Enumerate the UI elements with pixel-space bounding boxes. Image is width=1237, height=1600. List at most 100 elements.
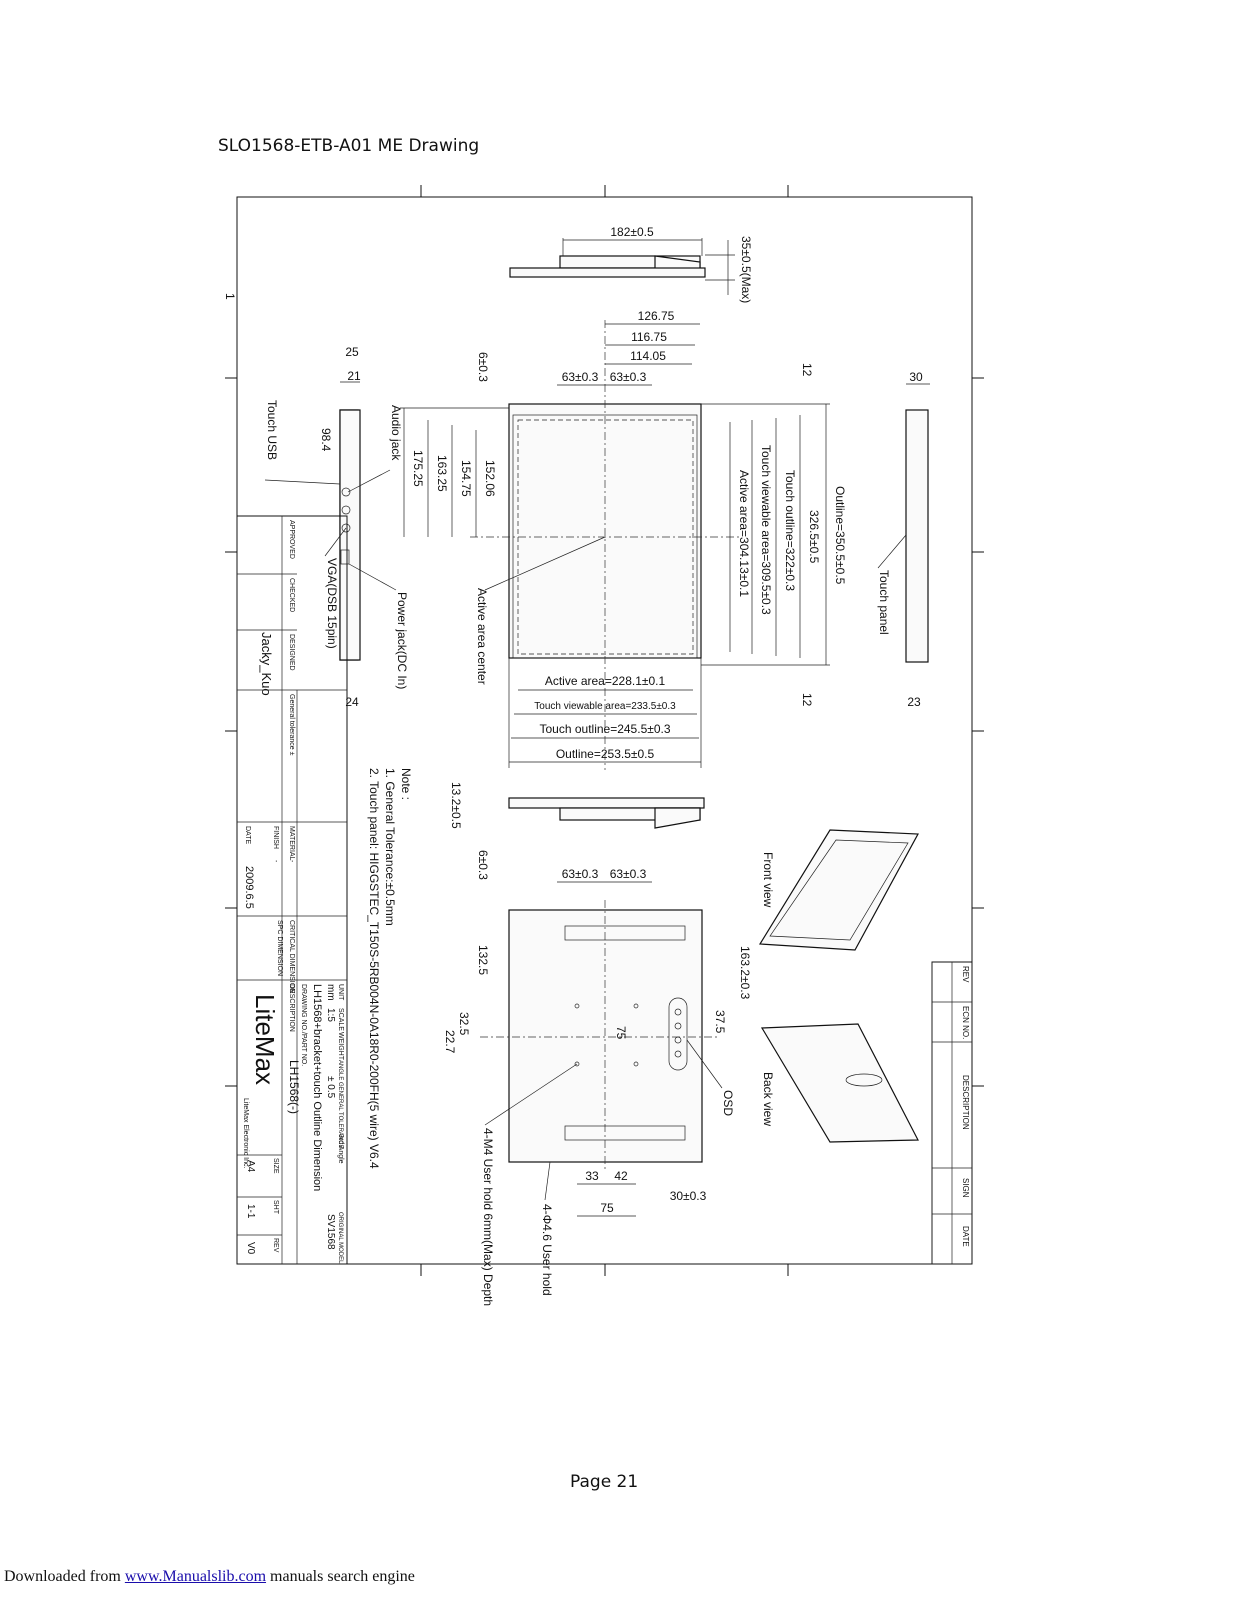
right-dim-5: Active area=304.13±0.1: [737, 470, 751, 597]
right-side-dim-30: 30: [909, 370, 923, 384]
ecn-header: ECN NO.: [961, 1006, 970, 1039]
back-dim-163: 163.2±0.3: [738, 946, 752, 1000]
bottom-side-view: 13.2±0.5: [449, 782, 705, 829]
tolerance-header: General tolerance ±: [288, 694, 295, 756]
right-margin-bottom: 12: [800, 693, 814, 707]
audio-jack-label: Audio jack: [389, 405, 403, 461]
manualslib-link[interactable]: www.Manualslib.com: [124, 1568, 267, 1585]
right-side-view: 30 23 Touch panel: [877, 370, 930, 709]
back-dim-132: 132.5: [476, 945, 490, 975]
size-value: A4: [245, 1160, 256, 1173]
back-dim-75-vert: 75: [614, 1026, 628, 1040]
top-width-dim: 182±0.5: [610, 225, 654, 239]
angle-tolerance-value: ± 0.5: [325, 1076, 336, 1099]
bottom-dim-1: Active area=228.1±0.1: [545, 674, 666, 688]
side-dim-98: 98.4: [319, 428, 333, 452]
finish-label: FINISH: [272, 826, 279, 849]
top-view: 182±0.5 35±0.5(Max): [509, 225, 753, 303]
description-header: DESCRIPTION: [961, 1075, 970, 1130]
company-logo: LiteMax: [250, 994, 280, 1085]
page-number: Page 21: [570, 1472, 639, 1492]
hole-spacing-1: 63±0.3: [562, 370, 599, 384]
footer-prefix: Downloaded from: [4, 1568, 125, 1585]
note-heading: Note :: [399, 768, 413, 800]
unit-value: mm: [325, 984, 336, 1001]
osd-panel: [668, 997, 688, 1071]
top-height-dim: 35±0.5(Max): [739, 236, 753, 303]
right-dim-3: Touch outline=322±0.3: [783, 470, 797, 591]
download-footer: Downloaded from www.Manualslib.com manua…: [4, 1568, 415, 1586]
designed-label: DESIGNED: [288, 634, 295, 671]
bottom-side-dim: 13.2±0.5: [449, 782, 463, 829]
date-header: DATE: [961, 1226, 970, 1247]
back-dim-33: 33: [585, 1169, 599, 1183]
approved-label: APPROVED: [288, 520, 295, 559]
right-dim-2: 326.5±0.5: [807, 510, 821, 564]
back-dim-37: 37.5: [713, 1010, 727, 1034]
right-dim-1: Outline=350.5±0.5: [833, 486, 847, 585]
back-dim-32: 32.5: [457, 1012, 471, 1036]
drawing-no-value: LH1568(-): [287, 1060, 301, 1114]
osd-label: OSD: [721, 1090, 735, 1116]
back-top-margin: 6±0.3: [476, 850, 490, 880]
original-model-value: SV1568: [325, 1214, 336, 1250]
user-hold-label: 4-Φ4.6 User hold: [540, 1204, 554, 1296]
back-hole-spacing-2: 63±0.3: [610, 867, 647, 881]
m4-hold-label: 4-M4 User hold 6mm(Max) Depth: [481, 1128, 495, 1306]
touch-usb-label: Touch USB: [265, 400, 279, 460]
touch-panel-label: Touch panel: [877, 570, 891, 635]
back-dim-75: 75: [600, 1201, 614, 1215]
unit-label: UNIT: [337, 984, 344, 1001]
bottom-dim-4: Outline=253.5±0.5: [556, 747, 655, 761]
finish-value: -: [272, 860, 279, 863]
front-view-label: Front view: [761, 852, 775, 908]
rev-value: V0: [245, 1242, 256, 1255]
rev-header: REV: [961, 966, 970, 983]
notes: Note : 1. General Tolerance:±0.5mm 2. To…: [367, 768, 413, 1169]
angle-tolerance-label: ANGLE GENERAL TOLERANCE: [337, 1060, 343, 1149]
checked-label: CHECKED: [288, 578, 295, 612]
side-dim-24: 24: [345, 695, 359, 709]
hole-spacing-2: 63±0.3: [610, 370, 647, 384]
bottom-dim-2: Touch viewable area=233.5±0.3: [534, 701, 676, 712]
vent-slots-top: [564, 925, 686, 941]
side-dim-21: 21: [347, 369, 361, 383]
back-view-label: Back view: [761, 1072, 775, 1126]
note-2: 2. Touch panel: HIGGSTEC_T150S-5RB004N-0…: [367, 768, 381, 1169]
vertical-dim-4: 175.25: [411, 450, 425, 487]
vertical-dim-1: 152.06: [483, 460, 497, 497]
grid-number: 1: [223, 293, 237, 300]
top-margin-dim: 6±0.3: [476, 352, 490, 382]
back-dim-22: 22.7: [443, 1030, 457, 1054]
drawing-title: LH1568+bracket+touch Outline Dimension: [311, 984, 323, 1191]
back-dim-42: 42: [614, 1169, 628, 1183]
title-block: APPROVED CHECKED DESIGNED Jacky_Kuo Gene…: [236, 515, 348, 1265]
rev-label: REV: [272, 1238, 279, 1253]
active-area-center-label: Active area center: [475, 588, 489, 685]
designer-name: Jacky_Kuo: [259, 632, 274, 696]
company-sub: LiteMax Electronic Inc.: [242, 1098, 249, 1168]
material-label: MATERIAL: [288, 826, 295, 861]
note-1: 1. General Tolerance:±0.5mm: [383, 768, 397, 926]
back-dim-30: 30±0.3: [670, 1189, 707, 1203]
dim-top-2: 116.75: [631, 330, 667, 344]
vertical-dim-3: 163.25: [435, 455, 449, 492]
revision-block: REV ECN NO. DESCRIPTION SIGN DATE: [931, 961, 973, 1265]
description-label: DESCRIPTION: [288, 984, 295, 1032]
right-dim-4: Touch viewable area=309.5±0.3: [759, 445, 773, 615]
vga-label: VGA(DSB 15pin): [325, 558, 339, 649]
iso-back-view: Back view: [760, 1023, 919, 1143]
sht-label: SHT: [272, 1200, 279, 1215]
size-label: SIZE: [272, 1158, 279, 1174]
back-drawing: 63±0.3 63±0.3 6±0.3 132.5 163.2±0.3 37.5…: [443, 850, 752, 1306]
document-title: SLO1568-ETB-A01 ME Drawing: [218, 136, 480, 156]
original-model-label: ORIGINAL MODEL: [337, 1212, 343, 1264]
iso-front-view: Front view: [758, 829, 919, 951]
vertical-dim-2: 154.75: [459, 460, 473, 497]
critical-dimension: CRITICAL DIMENSION: [288, 920, 295, 993]
vent-slots-bottom: [564, 1125, 686, 1141]
date-value: 2009.6.5: [243, 866, 255, 909]
projection-label: 3rd Angle: [337, 1134, 344, 1164]
date-label: DATE: [244, 826, 251, 844]
